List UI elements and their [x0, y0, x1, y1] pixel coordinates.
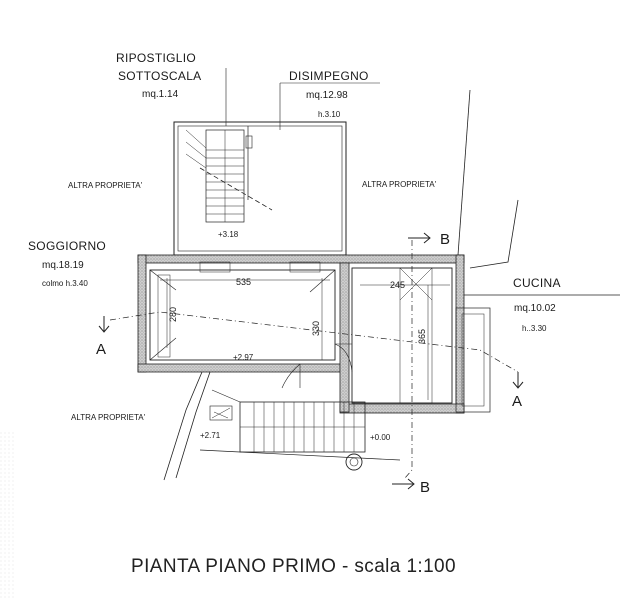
cucina-area: mq.10.02	[514, 303, 556, 314]
level-ground: +0.00	[370, 433, 391, 442]
ripostiglio-name: RIPOSTIGLIO	[116, 51, 196, 65]
disimpegno-area: mq.12.98	[306, 90, 348, 101]
section-b-top: B	[440, 231, 450, 248]
section-labels: A A B B	[96, 231, 522, 496]
disimpegno-name: DISIMPEGNO	[289, 69, 369, 83]
plan-title: PIANTA PIANO PRIMO - scala 1:100	[131, 556, 456, 577]
neighbor-right: ALTRA PROPRIETA'	[362, 180, 437, 189]
section-arrows	[98, 232, 524, 490]
level-stair: +2.71	[200, 431, 221, 440]
cucina-name: CUCINA	[513, 276, 561, 290]
level-upper: +3.18	[218, 230, 239, 239]
upper-block	[173, 68, 380, 256]
neighbor-left: ALTRA PROPRIETA'	[68, 181, 143, 190]
dimension-lines	[160, 278, 450, 400]
level-middle: +2.97	[233, 353, 254, 362]
soggiorno-height: colmo h.3.40	[42, 279, 88, 288]
room-outlines	[149, 261, 491, 413]
property-lines	[457, 89, 620, 296]
main-walls	[137, 254, 465, 414]
ripostiglio-area: mq.1.14	[142, 89, 179, 100]
section-a-left: A	[96, 341, 106, 358]
soggiorno-area: mq.18.19	[42, 260, 84, 271]
dim-soggiorno-depth: 280	[168, 307, 178, 322]
disimpegno-height: h.3.10	[318, 110, 341, 119]
soggiorno-name: SOGGIORNO	[28, 239, 106, 253]
level-labels: +3.18 +2.97 +2.71 +0.00	[200, 230, 391, 442]
neighbor-labels: ALTRA PROPRIETA' ALTRA PROPRIETA' ALTRA …	[68, 180, 437, 422]
neighbor-bottom: ALTRA PROPRIETA'	[71, 413, 146, 422]
dim-cucina-depth: 365	[417, 329, 427, 344]
dim-soggiorno-width: 535	[236, 277, 251, 287]
dimension-labels: 535 245 280 330 365	[168, 277, 427, 344]
lower-stair	[163, 371, 401, 481]
section-lines	[109, 240, 519, 479]
section-b-bottom: B	[420, 479, 430, 496]
dim-cucina-width: 245	[390, 280, 405, 290]
cucina-height: h..3.30	[522, 324, 547, 333]
dim-passage-depth: 330	[311, 321, 321, 336]
section-a-right: A	[512, 393, 522, 410]
ripostiglio-name-line2: SOTTOSCALA	[118, 69, 201, 83]
scan-edge	[0, 430, 16, 600]
room-labels: RIPOSTIGLIO SOTTOSCALA mq.1.14 DISIMPEGN…	[28, 51, 561, 333]
